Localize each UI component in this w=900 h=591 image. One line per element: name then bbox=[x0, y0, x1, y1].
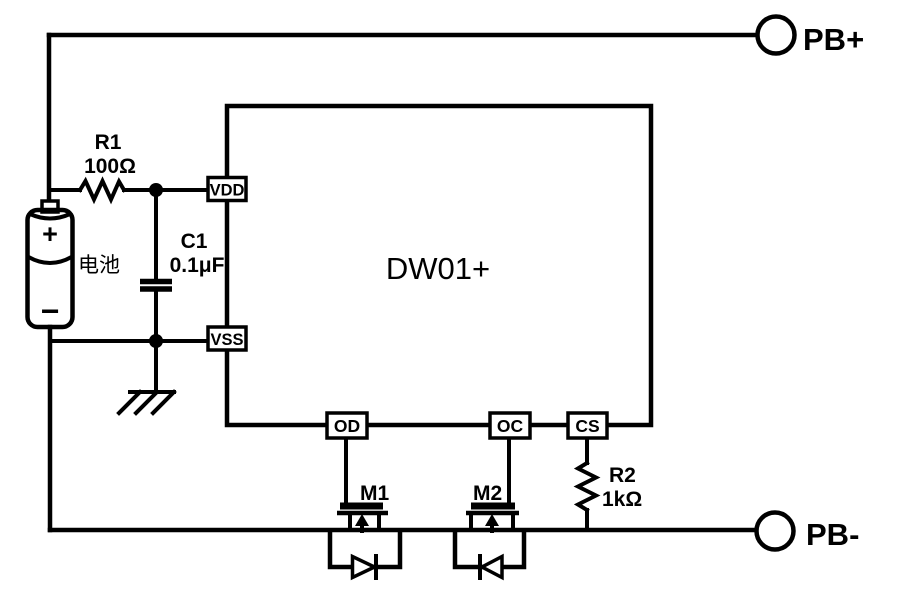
pb-plus-terminal: PB+ bbox=[755, 14, 864, 57]
pin-cs: CS bbox=[566, 411, 609, 440]
pin-cs-box bbox=[566, 411, 609, 440]
pin-oc: OC bbox=[488, 411, 532, 440]
r2-designator: R2 bbox=[609, 464, 636, 487]
pb-plus-label: PB+ bbox=[803, 22, 864, 57]
pin-vdd-box bbox=[206, 175, 248, 203]
c1-designator: C1 bbox=[181, 230, 208, 253]
pb-minus-circle bbox=[754, 510, 796, 552]
battery-plus-sign: + bbox=[42, 219, 58, 249]
junction-dot bbox=[149, 334, 163, 348]
battery-body bbox=[25, 207, 75, 330]
pin-od-label: OD bbox=[334, 416, 360, 436]
pin-oc-label: OC bbox=[497, 416, 524, 436]
pb-plus-circle bbox=[755, 14, 797, 56]
pin-vss: VSS bbox=[206, 325, 248, 352]
ground-hatch bbox=[116, 389, 143, 416]
battery-label: 电池 bbox=[78, 254, 120, 277]
capacitor-c1: C1 0.1μF bbox=[140, 230, 225, 292]
ic-body bbox=[224, 103, 654, 428]
pb-minus-terminal: PB- bbox=[754, 510, 859, 552]
mosfet-m2: M2 bbox=[452, 482, 527, 581]
pin-od-box bbox=[325, 411, 369, 440]
pin-vss-box bbox=[206, 325, 248, 352]
r1-symbol bbox=[77, 176, 127, 205]
m1-designator: M1 bbox=[360, 482, 389, 505]
ground-hatch bbox=[133, 389, 160, 416]
resistor-r1: R1 100Ω bbox=[77, 131, 136, 205]
m2-designator: M2 bbox=[473, 482, 502, 505]
battery: + − 电池 bbox=[25, 199, 120, 330]
m1-arrow-head bbox=[355, 514, 369, 526]
r2-value: 1kΩ bbox=[602, 488, 642, 511]
junction-dot bbox=[149, 183, 163, 197]
r1-value: 100Ω bbox=[84, 155, 136, 178]
mosfet-m1: M1 bbox=[327, 482, 403, 581]
battery-top-rim bbox=[27, 211, 73, 221]
m2-arrow-head bbox=[485, 514, 499, 526]
m2-body-diode-icon bbox=[478, 553, 504, 581]
pin-vdd: VDD bbox=[206, 175, 248, 203]
pin-oc-box bbox=[488, 411, 532, 440]
r1-designator: R1 bbox=[95, 131, 122, 154]
m1-body-diode-icon bbox=[350, 553, 379, 581]
pb-minus-label: PB- bbox=[806, 517, 859, 552]
pin-vdd-label: VDD bbox=[210, 182, 245, 200]
r2-symbol bbox=[573, 460, 601, 513]
c1-value: 0.1μF bbox=[170, 254, 225, 277]
ground-icon bbox=[116, 389, 177, 416]
battery-divider bbox=[25, 254, 75, 265]
pin-cs-label: CS bbox=[575, 416, 599, 436]
battery-minus-sign: − bbox=[41, 293, 60, 329]
ic-dw01: DW01+ VDD VSS OD OC CS bbox=[206, 103, 654, 440]
ic-name: DW01+ bbox=[386, 251, 490, 286]
pin-od: OD bbox=[325, 411, 369, 440]
pin-vss-label: VSS bbox=[210, 331, 243, 349]
ground-hatch bbox=[150, 389, 177, 416]
resistor-r2: R2 1kΩ bbox=[573, 460, 642, 513]
